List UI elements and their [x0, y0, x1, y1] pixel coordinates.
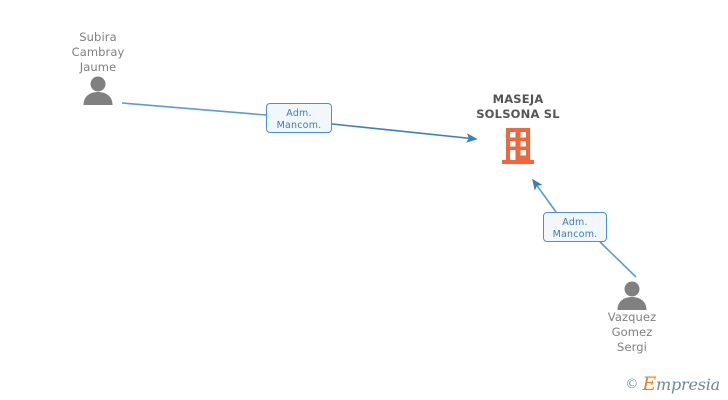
relation-label-adm-mancom-1[interactable]: Adm. Mancom. — [266, 103, 332, 133]
edge-relation2-to-company — [532, 178, 557, 213]
edge-person2-to-relation2 — [599, 241, 637, 278]
person-label: Vazquez Gomez Sergi — [607, 310, 657, 354]
office-building-icon — [502, 128, 534, 164]
person-node-vazquez-gomez-sergi[interactable]: Vazquez Gomez Sergi — [562, 280, 702, 355]
company-name-label: MASEJA SOLSONA SL — [476, 92, 560, 121]
empresia-logo-rest: mpresia — [656, 375, 720, 394]
company-icon-wrap — [443, 126, 593, 164]
edge-person1-to-relation1 — [121, 102, 267, 116]
empresia-logo-initial: E — [642, 373, 656, 395]
empresia-watermark: © Empresia — [625, 375, 720, 394]
person-icon — [83, 76, 113, 105]
empresia-logo: Empresia — [642, 375, 720, 394]
relation-label-adm-mancom-2[interactable]: Adm. Mancom. — [543, 212, 607, 242]
person-label: Subira Cambray Jaume — [71, 30, 125, 74]
edge-relation1-to-company — [331, 123, 478, 143]
person-icon — [617, 281, 647, 310]
company-node-maseja-solsona-sl[interactable]: MASEJA SOLSONA SL — [443, 92, 593, 164]
copyright-icon: © — [625, 377, 639, 392]
person-node-subira-cambray-jaume[interactable]: Subira Cambray Jaume — [28, 30, 168, 105]
